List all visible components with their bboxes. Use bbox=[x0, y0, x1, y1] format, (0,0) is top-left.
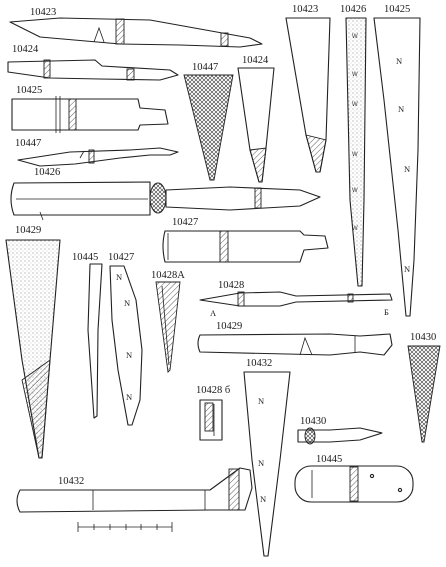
n-mark: N bbox=[404, 264, 410, 274]
label-section-10428A: 10428А bbox=[151, 270, 185, 281]
knife-10424: 10424 bbox=[7, 44, 179, 81]
blade-10432: 10432 N N N bbox=[243, 358, 291, 557]
w-mark: W bbox=[352, 72, 358, 78]
blade-10425: 10425 N N N N bbox=[373, 4, 421, 317]
section-10427: 10427 N N N N bbox=[108, 252, 143, 426]
label-knife-10426: 10426 bbox=[34, 167, 60, 178]
knife-10428: 10428 А Б bbox=[199, 280, 393, 318]
label-section-10428b: 10428 б bbox=[196, 385, 230, 396]
knife-10432: 10432 bbox=[16, 467, 253, 513]
label-knife-10445: 10445 bbox=[316, 454, 342, 465]
label-blade-10423: 10423 bbox=[292, 4, 318, 15]
knife-10426: 10426 bbox=[10, 167, 321, 221]
n-mark: N bbox=[398, 104, 404, 114]
knife-10445: 10445 bbox=[294, 454, 414, 503]
label-knife-10427: 10427 bbox=[172, 217, 198, 228]
n-mark: N bbox=[116, 272, 122, 282]
label-blade-10432: 10432 bbox=[246, 358, 272, 369]
blade-10423: 10423 bbox=[285, 4, 331, 173]
label-section-10445: 10445 bbox=[72, 252, 98, 263]
n-mark: N bbox=[126, 392, 132, 402]
label-blade-10425: 10425 bbox=[384, 4, 410, 15]
b-marker: Б bbox=[384, 307, 389, 317]
knife-10447: 10447 bbox=[15, 138, 179, 167]
w-mark: W bbox=[352, 34, 358, 40]
n-mark: N bbox=[258, 396, 264, 406]
label-blade-10447: 10447 bbox=[192, 62, 218, 73]
w-mark: W bbox=[352, 188, 358, 194]
a-marker: А bbox=[210, 308, 217, 318]
label-blade-10424: 10424 bbox=[242, 55, 269, 66]
blade-10447: 10447 bbox=[183, 62, 234, 181]
label-knife-10432: 10432 bbox=[58, 476, 84, 487]
knife-10429: 10429 bbox=[197, 321, 393, 356]
label-blade-10426: 10426 bbox=[340, 4, 366, 15]
w-mark: W bbox=[352, 102, 358, 108]
n-mark: N bbox=[258, 458, 264, 468]
label-knife-10430: 10430 bbox=[300, 416, 326, 427]
n-mark: N bbox=[396, 56, 402, 66]
section-10429: 10429 bbox=[5, 225, 61, 459]
n-mark: N bbox=[126, 350, 132, 360]
blade-10424: 10424 bbox=[237, 55, 275, 183]
n-mark: N bbox=[124, 298, 130, 308]
w-mark: W bbox=[352, 152, 358, 158]
n-mark: N bbox=[260, 494, 266, 504]
label-knife-10429: 10429 bbox=[216, 321, 242, 332]
section-10445: 10445 bbox=[72, 252, 103, 419]
section-10428b: 10428 б bbox=[196, 385, 230, 441]
label-knife-10447: 10447 bbox=[15, 138, 41, 149]
knife-10430: 10430 bbox=[297, 416, 383, 445]
section-10428A: 10428А bbox=[151, 270, 185, 373]
label-knife-10425: 10425 bbox=[16, 85, 42, 96]
w-mark: W bbox=[352, 226, 358, 232]
knife-10425: 10425 bbox=[11, 85, 169, 133]
blade-10430: 10430 bbox=[407, 332, 441, 443]
label-section-10427: 10427 bbox=[108, 252, 134, 263]
label-knife-10423: 10423 bbox=[30, 7, 56, 18]
label-knife-10428: 10428 bbox=[218, 280, 244, 291]
scale-bar bbox=[77, 522, 173, 532]
label-section-10429: 10429 bbox=[15, 225, 41, 236]
label-blade-10430: 10430 bbox=[410, 332, 436, 343]
knife-10427: 10427 bbox=[162, 217, 329, 263]
label-knife-10424: 10424 bbox=[12, 44, 39, 55]
knife-10423: 10423 bbox=[9, 7, 263, 48]
blade-10426: 10426 W W W W W W bbox=[340, 4, 367, 287]
n-mark: N bbox=[404, 164, 410, 174]
